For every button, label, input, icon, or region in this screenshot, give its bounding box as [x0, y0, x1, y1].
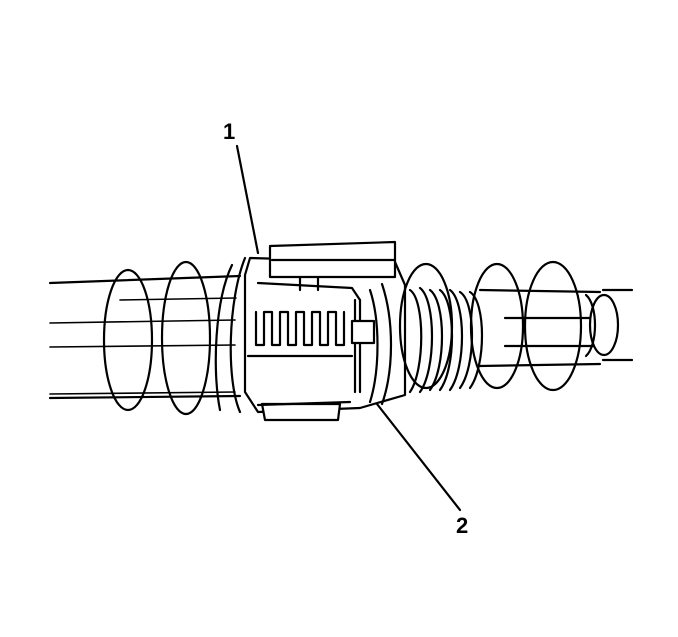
callout-label-2: 2: [456, 513, 469, 538]
right-coil-spring: [398, 260, 583, 392]
leader-line-1: [235, 144, 260, 255]
leader-line-2: [375, 402, 462, 512]
callout-label-1: 1: [223, 119, 236, 144]
left-tube: [48, 274, 242, 400]
left-coil-spring: [102, 256, 247, 416]
spring-clamp-body: [243, 240, 407, 422]
comb-teeth: [246, 310, 354, 358]
right-shaft: [478, 288, 634, 368]
